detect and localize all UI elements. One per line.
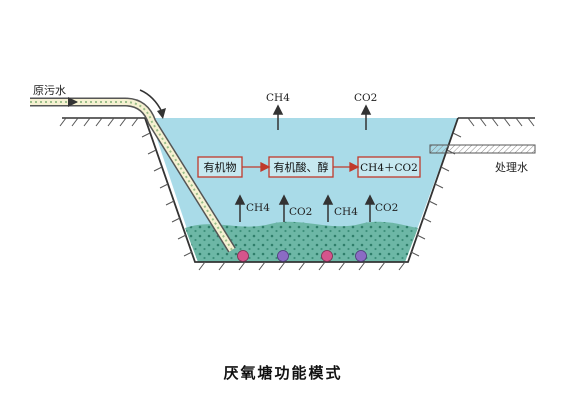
diagram-title: 厌氧塘功能模式 — [223, 364, 342, 382]
inlet-label: 原污水 — [33, 84, 66, 97]
gas-label-mid-ch4: CH4 — [246, 202, 270, 214]
process-label-methane: CH4＋CO2 — [360, 162, 418, 174]
inflow-direction-arrow-icon — [139, 89, 163, 113]
inlet-arrow-icon — [68, 97, 78, 107]
gas-rise-arrows-mid — [234, 194, 376, 222]
gas-label-mid-ch4: CH4 — [334, 206, 358, 218]
outlet-label: 处理水 — [495, 161, 528, 174]
gas-label-mid-co2: CO2 — [375, 202, 398, 214]
gas-release-arrows-top — [272, 104, 372, 130]
gas-bubble — [237, 250, 249, 262]
gas-bubble — [321, 250, 333, 262]
gas-label-top-co2: CO2 — [354, 92, 377, 104]
outlet-pipe — [429, 144, 536, 154]
ground-hatch-right — [467, 117, 535, 127]
process-arrows — [242, 161, 360, 173]
pond-wall — [144, 117, 459, 263]
process-label-organic-matter: 有机物 — [204, 160, 237, 174]
gas-bubble — [355, 250, 367, 262]
process-label-organic-acids: 有机酸、醇 — [274, 160, 329, 174]
gas-label-top-ch4: CH4 — [266, 92, 290, 104]
gas-bubble — [277, 250, 289, 262]
gas-label-mid-co2: CO2 — [289, 206, 312, 218]
ground-hatch-left — [59, 117, 139, 127]
